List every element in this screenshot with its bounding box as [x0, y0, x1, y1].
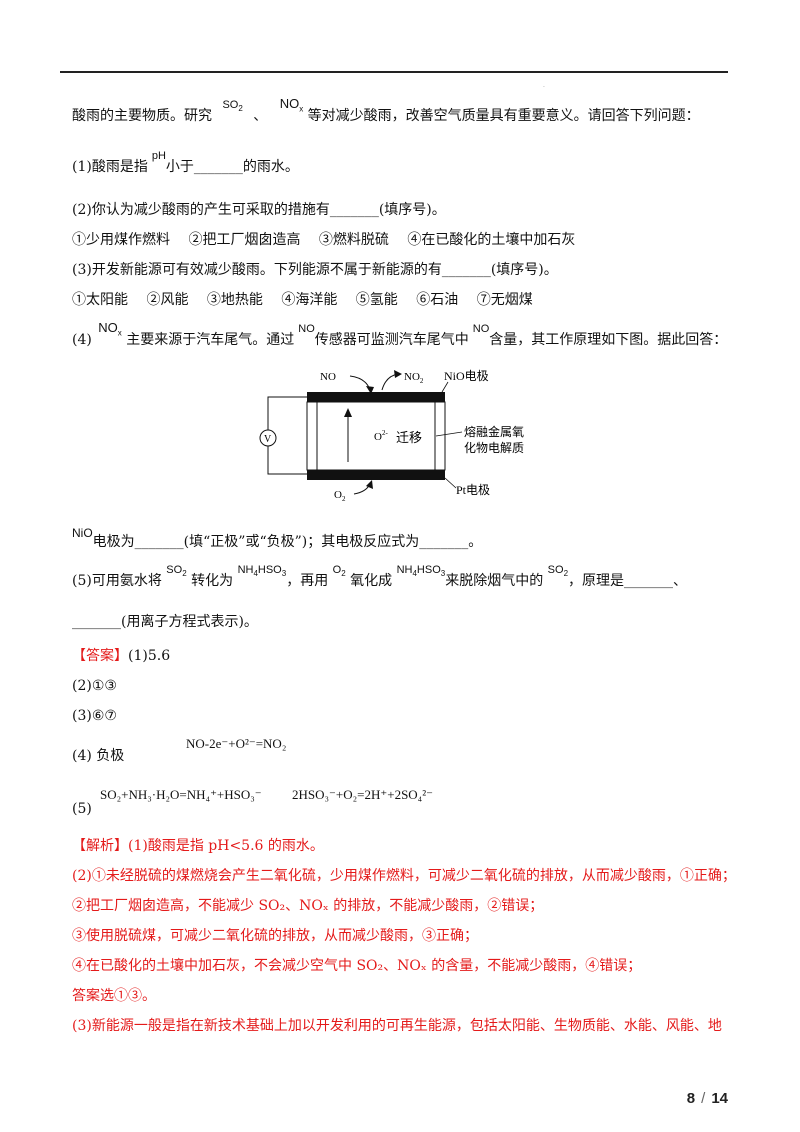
answer-5: (5) SO₂+NH₃·H₂O=NH₄⁺+HSO₃⁻ 2HSO₃⁻+O₂=2H⁺…: [72, 787, 433, 817]
analysis-1: 【解析】(1)酸雨是指 pH<5.6 的雨水。: [72, 838, 324, 854]
answer-4: (4) 负极 NO-2e⁻+O²⁻=NO₂: [72, 736, 287, 764]
answer-1: 【答案】(1)5.6: [72, 648, 171, 664]
no-in-arrow-icon: [366, 386, 374, 394]
question-1: (1)酸雨是指pH小于_______的雨水。: [72, 150, 299, 175]
so2-formula: SO2: [222, 99, 243, 114]
analysis-label: 【解析】: [72, 838, 128, 854]
voltmeter-label: V: [264, 434, 272, 445]
so2-formula-5a: SO2: [166, 564, 187, 579]
decorative-dot: .: [543, 82, 545, 89]
question-2-options: ①少用煤作燃料 ②把工厂烟囱造高 ③燃料脱硫 ④在已酸化的土壤中加石灰: [72, 232, 576, 248]
page-number: 8/14: [686, 1090, 728, 1107]
nox-formula: NOx: [279, 96, 304, 114]
intro-text-a: 酸雨的主要物质。研究: [72, 108, 212, 124]
analysis-6: 答案选①③。: [72, 988, 156, 1004]
nio-electrode-label: NiO电极: [444, 369, 489, 383]
answer-3: (3)⑥⑦: [72, 708, 117, 724]
migration-label: 迁移: [396, 430, 422, 445]
migration-arrow-icon: [344, 408, 352, 417]
electrolyte-label-1: 熔融金属氧: [464, 424, 524, 439]
question-4: (4) NOx 主要来源于汽车尾气。通过NO传感器可监测汽车尾气中NO含量，其工…: [72, 320, 728, 348]
question-3-options: ①太阳能 ②风能 ③地热能 ④海洋能 ⑤氢能 ⑥石油 ⑦无烟煤: [72, 292, 533, 308]
analysis-7: (3)新能源一般是指在新技术基础上加以开发利用的可再生能源，包括太阳能、生物质能…: [72, 1018, 722, 1034]
nh4hso3-formula-a: NH4HSO3: [237, 564, 287, 579]
question-3: (3)开发新能源可有效减少酸雨。下列能源不属于新能源的有_______(填序号)…: [72, 262, 558, 278]
no2-out-arrow-icon: [394, 370, 402, 378]
nox-formula-4: NOx: [98, 320, 122, 338]
no-label-a: NO: [298, 323, 315, 335]
answer-5-formula-2: 2HSO₃⁻+O₂=2H⁺+2SO₄²⁻: [292, 787, 433, 802]
question-intro: 酸雨的主要物质。研究 SO2 、 NOx 等对减少酸雨，改善空气质量具有重要意义…: [72, 96, 700, 132]
no2-out-label: NO2: [404, 371, 424, 385]
o2-in-label: O2: [334, 489, 346, 503]
o2-formula: O2: [332, 564, 346, 579]
question-2: (2)你认为减少酸雨的产生可采取的措施有_______(填序号)。: [72, 202, 446, 218]
no-label-b: NO: [472, 323, 490, 335]
voltmeter-icon: [259, 429, 277, 447]
nh4hso3-formula-b: NH4HSO3: [396, 564, 446, 579]
analysis-5: ④在已酸化的土壤中加石灰，不会减少空气中 SO₂、NOₓ 的含量，不能减少酸雨，…: [72, 958, 642, 974]
electrolyte-label-2: 化物电解质: [464, 441, 524, 455]
header-rule: [60, 71, 728, 73]
answer-5-formula-1: SO₂+NH₃·H₂O=NH₄⁺+HSO₃⁻: [100, 787, 262, 802]
intro-text-b: 等对减少酸雨，改善空气质量具有重要意义。请回答下列问题：: [307, 108, 700, 124]
pt-electrode: [307, 470, 445, 480]
question-5: (5)可用氨水将 SO2 转化为 NH4HSO3，再用 O2 氧化成 NH4HS…: [72, 564, 688, 589]
o2-in-arrow-icon: [366, 480, 373, 489]
so2-formula-5b: SO2: [547, 564, 569, 579]
analysis-4: ③使用脱硫煤，可减少二氧化硫的排放，从而减少酸雨，③正确；: [72, 928, 478, 944]
question-4-sub: NiO电极为_______(填“正极”或“负极”)；其电极反应式为_______…: [72, 526, 483, 550]
answer-4-formula: NO-2e⁻+O²⁻=NO₂: [186, 736, 287, 751]
question-5-cont: _______(用离子方程式表示)。: [72, 614, 258, 630]
answer-label: 【答案】: [72, 648, 128, 664]
nio-label: NiO: [72, 526, 93, 540]
nio-electrode: [307, 392, 445, 402]
answer-2: (2)①③: [72, 678, 117, 694]
o-ion-label: O2-: [374, 429, 388, 443]
electrolyte-box: [306, 401, 446, 471]
analysis-3: ②把工厂烟囱造高，不能减少 SO₂、NOₓ 的排放，不能减少酸雨，②错误；: [72, 898, 544, 914]
sensor-diagram: V O2- 迁移 NO NO2 NiO电极 熔融金属氧 化物电解质 O2 Pt电…: [259, 369, 524, 503]
no-in-label: NO: [320, 371, 336, 383]
ph-label: pH: [151, 150, 166, 162]
pt-electrode-label: Pt电极: [456, 483, 490, 497]
analysis-2: (2)①未经脱硫的煤燃烧会产生二氧化硫，少用煤作燃料，可减少二氧化硫的排放，从而…: [72, 868, 736, 884]
separator: 、: [253, 108, 268, 124]
